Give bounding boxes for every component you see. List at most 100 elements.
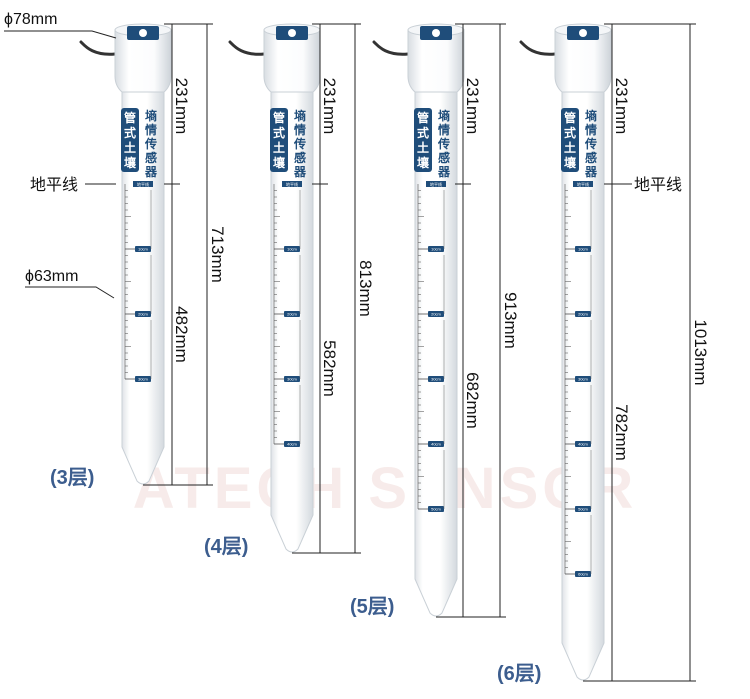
depth-mark-badge <box>575 311 591 317</box>
ground-line-right-label: 地平线 <box>634 176 682 194</box>
probe-6-layer: 管式土壤墒情传感器地平线10cm20cm30cm40cm50cm60cm231m… <box>497 23 710 685</box>
depth-mark-text: 10cm <box>431 247 441 252</box>
badge-char: 土 <box>273 140 285 155</box>
depth-mark-badge <box>575 441 591 447</box>
depth-mark-badge <box>575 571 591 577</box>
depth-mark-text: 40cm <box>431 442 441 447</box>
dim-label-top: 231mm <box>320 78 339 135</box>
badge-char: 管 <box>417 110 429 125</box>
tube-diameter-label: ϕ63mm <box>25 268 78 285</box>
dim-label-total: 713mm <box>208 226 227 283</box>
sensor-name-char: 传 <box>144 136 157 151</box>
sensor-name-char: 感 <box>294 150 306 165</box>
depth-mark-text: 40cm <box>287 442 297 447</box>
depth-mark-text: 20cm <box>287 312 297 317</box>
product-badge <box>270 108 288 172</box>
dim-label-total: 1013mm <box>691 319 710 385</box>
badge-char: 管 <box>564 110 576 125</box>
sensor-name-char: 墒 <box>294 108 306 123</box>
depth-mark-text: 40cm <box>578 442 588 447</box>
dim-label-total: 913mm <box>501 292 520 349</box>
sensor-name-char: 器 <box>584 165 598 179</box>
cable <box>519 40 557 56</box>
product-badge <box>414 108 432 172</box>
depth-mark-badge <box>575 246 591 252</box>
badge-char: 壤 <box>417 155 430 170</box>
depth-mark-badge <box>428 376 444 382</box>
cap-logo-icon <box>288 29 296 37</box>
depth-mark-text: 30cm <box>431 377 441 382</box>
dim-label-below: 582mm <box>320 340 339 397</box>
tube-ground-mark-text: 地平线 <box>137 181 149 187</box>
sensor-name-char: 感 <box>145 150 157 165</box>
depth-mark-text: 60cm <box>578 572 588 577</box>
badge-char: 式 <box>273 125 285 140</box>
depth-mark-badge <box>428 441 444 447</box>
cable <box>228 40 266 56</box>
sensor-name-char: 器 <box>293 165 307 179</box>
sensor-tube <box>414 91 458 617</box>
layer-label: (4层) <box>204 536 248 558</box>
dim-label-below: 682mm <box>463 372 482 429</box>
sensor-name-char: 器 <box>437 165 451 179</box>
depth-mark-badge <box>428 311 444 317</box>
ground-line-left-label: 地平线 <box>30 176 78 194</box>
depth-mark-text: 10cm <box>287 247 297 252</box>
cap-logo-icon <box>139 29 147 37</box>
probes: 管式土壤墒情传感器地平线10cm20cm30cm231mm482mm713mm(… <box>50 23 710 685</box>
badge-char: 式 <box>124 125 136 140</box>
depth-mark-text: 50cm <box>578 507 588 512</box>
depth-mark-text: 10cm <box>138 247 148 252</box>
depth-mark-badge <box>135 246 151 252</box>
cap-logo-icon <box>579 29 587 37</box>
depth-mark-badge <box>575 376 591 382</box>
depth-mark-badge <box>284 376 300 382</box>
sensor-tube <box>270 91 314 553</box>
badge-char: 土 <box>417 140 429 155</box>
depth-mark-badge <box>575 506 591 512</box>
depth-mark-text: 30cm <box>138 377 148 382</box>
layer-label: (5层) <box>350 596 394 618</box>
badge-char: 式 <box>417 125 429 140</box>
tube-ground-mark-text: 地平线 <box>577 181 589 187</box>
tube-ground-mark-text: 地平线 <box>286 181 298 187</box>
ground-line-left: 地平线 <box>30 176 116 194</box>
layer-label: (3层) <box>50 467 94 489</box>
tube-diameter-annotation: ϕ63mm <box>25 268 115 299</box>
sensor-name-char: 墒 <box>145 108 157 123</box>
depth-mark-badge <box>284 311 300 317</box>
tube-ground-mark-text: 地平线 <box>430 181 442 187</box>
tube-ground-mark <box>573 181 593 187</box>
tube-ground-mark <box>426 181 446 187</box>
sensor-name-char: 墒 <box>585 108 597 123</box>
dim-label-top: 231mm <box>612 78 631 135</box>
sensor-name-char: 情 <box>585 122 597 137</box>
badge-char: 壤 <box>124 155 137 170</box>
cable <box>79 40 117 56</box>
depth-mark-text: 20cm <box>138 312 148 317</box>
depth-mark-text: 50cm <box>431 507 441 512</box>
sensor-name-char: 墒 <box>438 108 450 123</box>
layer-label: (6层) <box>497 663 541 685</box>
sensor-tube <box>561 91 605 681</box>
tube-ground-mark <box>282 181 302 187</box>
depth-mark-text: 30cm <box>578 377 588 382</box>
badge-char: 管 <box>273 110 285 125</box>
dim-label-top: 231mm <box>463 78 482 135</box>
dim-label-below: 782mm <box>612 404 631 461</box>
depth-mark-text: 20cm <box>431 312 441 317</box>
badge-char: 管 <box>124 110 136 125</box>
sensor-name-char: 情 <box>145 122 157 137</box>
dim-label-total: 813mm <box>356 260 375 317</box>
sensor-tube <box>121 91 165 485</box>
cap-diameter-label: ϕ78mm <box>4 11 57 28</box>
badge-char: 式 <box>564 125 576 140</box>
badge-char: 壤 <box>273 155 286 170</box>
cap-logo-icon <box>432 29 440 37</box>
depth-mark-badge <box>135 376 151 382</box>
probe-5-layer: 管式土壤墒情传感器地平线10cm20cm30cm40cm50cm231mm682… <box>350 23 520 618</box>
tube-ground-mark <box>133 181 153 187</box>
probe-3-layer: 管式土壤墒情传感器地平线10cm20cm30cm231mm482mm713mm(… <box>50 23 227 489</box>
cap-diameter-annotation: ϕ78mm <box>4 11 117 39</box>
